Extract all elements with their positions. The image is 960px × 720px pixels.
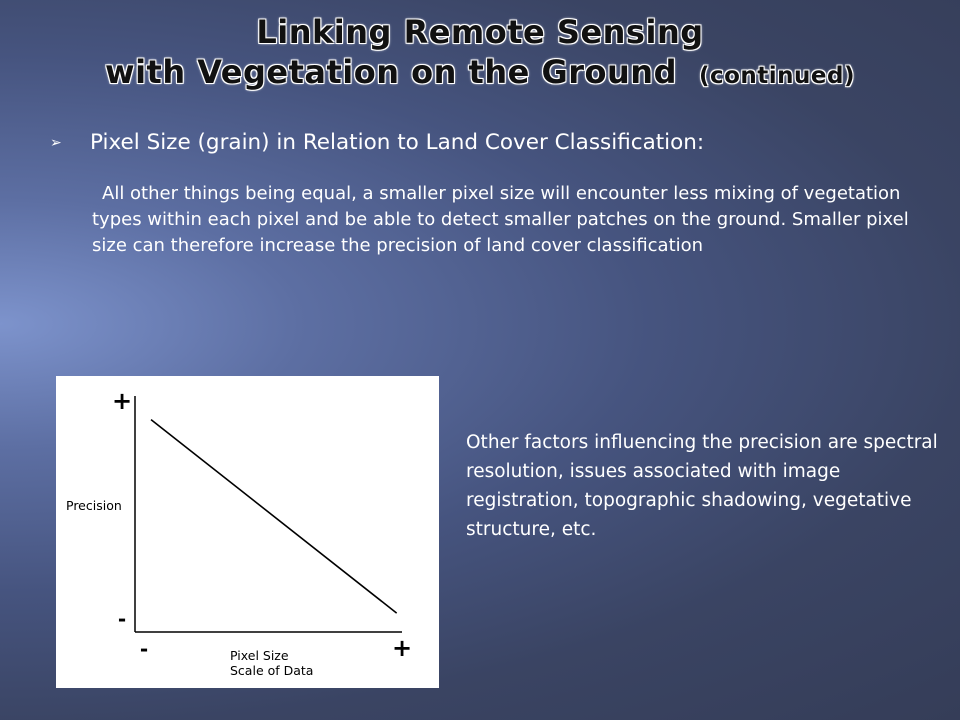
side-note: Other factors influencing the precision … [466, 432, 938, 540]
chart-svg: + - Precision - + Pixel Size Scale of Da… [66, 387, 412, 678]
slide-title: Linking Remote Sensing with Vegetation o… [0, 12, 960, 96]
x-axis-label-line-2: Scale of Data [230, 663, 313, 678]
y-max-label: + [112, 387, 132, 415]
title-line-2-text: with Vegetation on the Ground [105, 53, 677, 91]
bullet-text: Pixel Size (grain) in Relation to Land C… [90, 130, 705, 155]
x-max-label: + [392, 634, 412, 662]
bullet-item: ➢ Pixel Size (grain) in Relation to Land… [50, 130, 704, 155]
y-min-label: - [118, 607, 126, 631]
precision-chart: + - Precision - + Pixel Size Scale of Da… [56, 376, 439, 688]
x-min-label: - [140, 637, 148, 661]
title-line-1: Linking Remote Sensing [256, 13, 704, 51]
title-line-2: with Vegetation on the Ground (continued) [0, 52, 960, 96]
precision-trend-line [150, 418, 398, 614]
body-paragraph: All other things being equal, a smaller … [92, 183, 909, 256]
x-axis-label-line-1: Pixel Size [230, 648, 289, 663]
y-axis-label: Precision [66, 498, 122, 513]
title-continued: (continued) [698, 63, 855, 89]
arrow-bullet-icon: ➢ [50, 134, 62, 151]
